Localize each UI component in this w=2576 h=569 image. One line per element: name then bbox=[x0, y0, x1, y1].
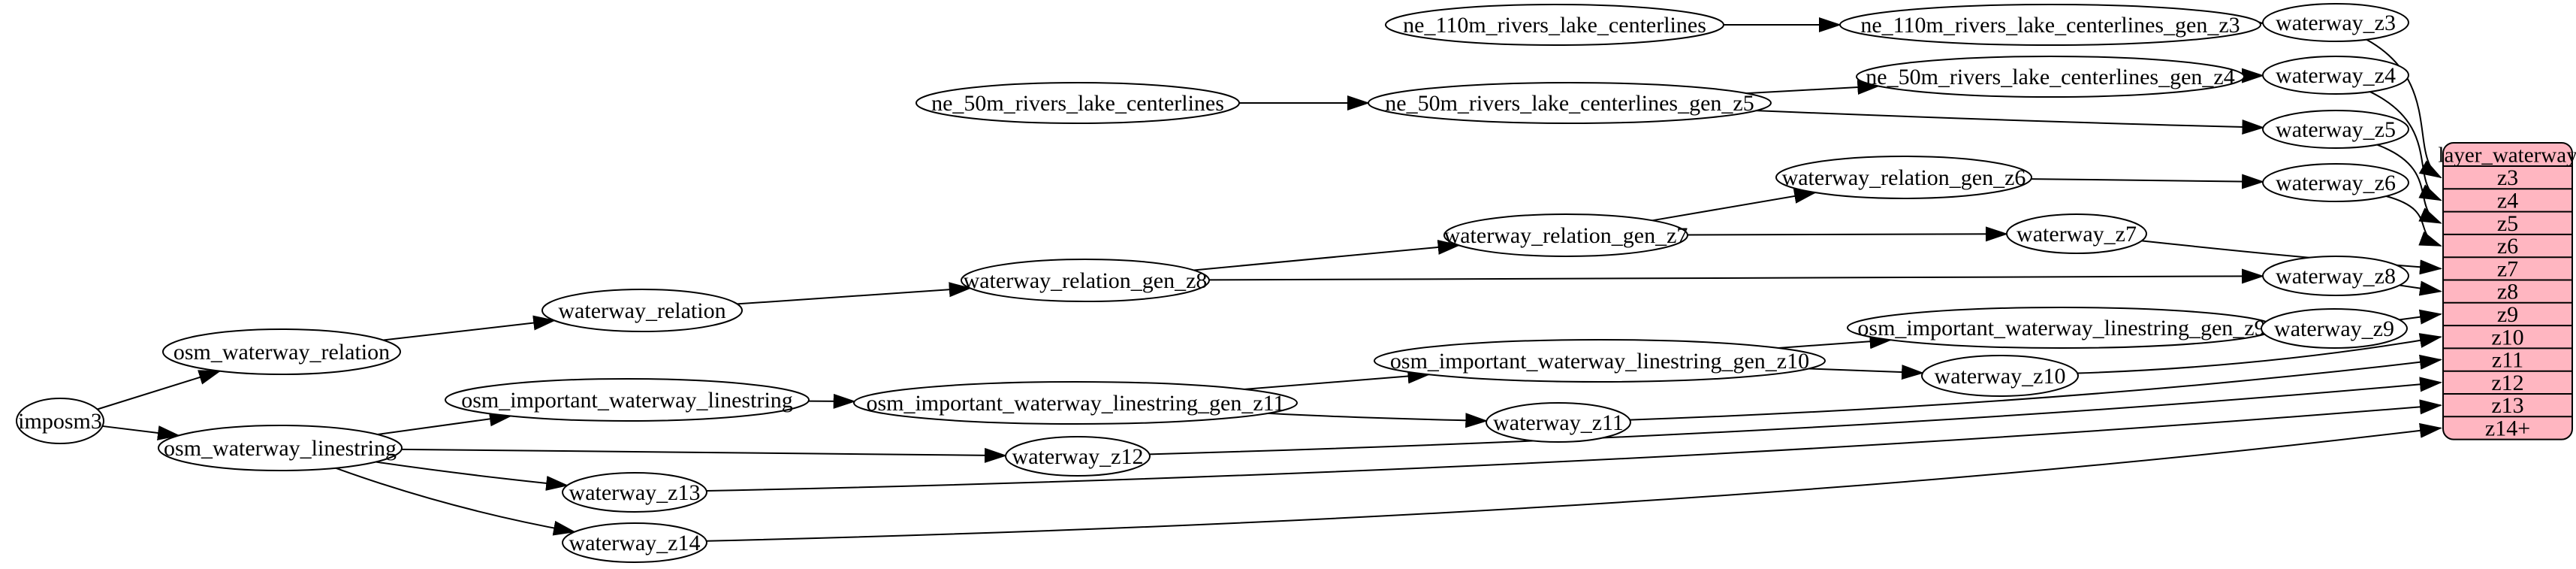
node-label-ne_110m_rivers_lake_centerlines_gen_z3: ne_110m_rivers_lake_centerlines_gen_z3 bbox=[1860, 13, 2240, 38]
node-label-waterway_z3: waterway_z3 bbox=[2276, 11, 2396, 35]
node-waterway_z11: waterway_z11 bbox=[1486, 403, 1630, 442]
edge-osm_important_waterway_linestring_gen_z11-to-osm_important_waterway_linestring_gen_z10 bbox=[1244, 374, 1428, 389]
node-label-ne_50m_rivers_lake_centerlines_gen_z5: ne_50m_rivers_lake_centerlines_gen_z5 bbox=[1385, 91, 1754, 116]
edge-imposm3-to-osm_waterway_linestring bbox=[102, 426, 179, 435]
node-waterway_relation: waterway_relation bbox=[542, 289, 742, 331]
node-label-ne_110m_rivers_lake_centerlines: ne_110m_rivers_lake_centerlines bbox=[1403, 13, 1706, 38]
node-label-osm_important_waterway_linestring_gen_z10: osm_important_waterway_linestring_gen_z1… bbox=[1390, 349, 1809, 374]
layer-table-row-z9: z9 bbox=[2497, 302, 2518, 327]
edge-waterway_z6-to-layer-row-z6 bbox=[2386, 196, 2441, 246]
node-waterway_z12: waterway_z12 bbox=[1006, 437, 1150, 476]
node-waterway_z5: waterway_z5 bbox=[2263, 110, 2409, 148]
edge-waterway_relation_gen_z7-to-waterway_relation_gen_z6 bbox=[1652, 192, 1815, 220]
node-label-waterway_z13: waterway_z13 bbox=[569, 480, 701, 505]
edge-waterway_relation_gen_z6-to-waterway_z6 bbox=[2032, 179, 2264, 182]
edge-osm_waterway_linestring-to-waterway_z13 bbox=[376, 462, 567, 486]
layer-table-row-z3: z3 bbox=[2497, 165, 2518, 190]
node-osm_important_waterway_linestring: osm_important_waterway_linestring bbox=[445, 379, 809, 421]
node-waterway_z3: waterway_z3 bbox=[2263, 4, 2409, 41]
node-waterway_z13: waterway_z13 bbox=[563, 473, 707, 512]
node-label-waterway_z6: waterway_z6 bbox=[2276, 171, 2396, 195]
node-waterway_z8: waterway_z8 bbox=[2263, 256, 2409, 295]
layer-table-row-z10: z10 bbox=[2491, 325, 2523, 350]
node-waterway_z10: waterway_z10 bbox=[1922, 356, 2078, 396]
node-label-ne_50m_rivers_lake_centerlines: ne_50m_rivers_lake_centerlines bbox=[931, 91, 1224, 116]
table-layer: layer_waterwayz3z4z5z6z7z8z9z10z11z12z13… bbox=[2438, 143, 2576, 440]
node-label-waterway_z8: waterway_z8 bbox=[2276, 264, 2396, 289]
edge-osm_waterway_relation-to-waterway_relation bbox=[383, 320, 554, 340]
layer-table-row-z8: z8 bbox=[2497, 280, 2518, 304]
edge-imposm3-to-osm_waterway_relation bbox=[98, 371, 220, 410]
node-label-waterway_relation_gen_z6: waterway_relation_gen_z6 bbox=[1782, 165, 2026, 190]
node-label-ne_50m_rivers_lake_centerlines_gen_z4: ne_50m_rivers_lake_centerlines_gen_z4 bbox=[1866, 65, 2234, 89]
edge-waterway_z12-to-layer-row-z12 bbox=[1150, 383, 2442, 454]
layer-table-row-z4: z4 bbox=[2497, 188, 2518, 213]
edge-waterway_relation_gen_z8-to-waterway_relation_gen_z7 bbox=[1193, 245, 1458, 270]
node-label-osm_waterway_linestring: osm_waterway_linestring bbox=[164, 436, 397, 461]
nodes-layer: imposm3 osm_waterway_relation waterway_rel… bbox=[17, 4, 2409, 562]
node-osm_important_waterway_linestring_gen_z9: osm_important_waterway_linestring_gen_z9 bbox=[1848, 307, 2276, 348]
node-label-waterway_z5: waterway_z5 bbox=[2276, 117, 2396, 142]
node-waterway_z14: waterway_z14 bbox=[563, 523, 707, 562]
node-waterway_z6: waterway_z6 bbox=[2263, 164, 2409, 201]
layer-table-row-z13: z13 bbox=[2491, 393, 2523, 418]
node-waterway_relation_gen_z7: waterway_relation_gen_z7 bbox=[1444, 214, 1688, 256]
edge-waterway_z9-to-layer-row-z9 bbox=[2400, 314, 2441, 319]
node-osm_waterway_linestring: osm_waterway_linestring bbox=[158, 425, 402, 471]
node-waterway_z7: waterway_z7 bbox=[2007, 214, 2146, 253]
node-osm_important_waterway_linestring_gen_z10: osm_important_waterway_linestring_gen_z1… bbox=[1374, 340, 1825, 382]
node-label-waterway_z11: waterway_z11 bbox=[1493, 410, 1624, 435]
edge-waterway_z8-to-layer-row-z8 bbox=[2400, 286, 2441, 292]
edge-osm_important_waterway_linestring_gen_z10-to-waterway_z10 bbox=[1808, 368, 1923, 373]
node-ne_50m_rivers_lake_centerlines: ne_50m_rivers_lake_centerlines bbox=[916, 83, 1239, 123]
node-label-waterway_z10: waterway_z10 bbox=[1935, 364, 2066, 389]
node-osm_important_waterway_linestring_gen_z11: osm_important_waterway_linestring_gen_z1… bbox=[854, 382, 1297, 424]
layer-table-row-z14+: z14+ bbox=[2485, 416, 2530, 440]
layer-table-row-z12: z12 bbox=[2491, 371, 2523, 395]
node-label-waterway_relation: waterway_relation bbox=[558, 298, 725, 323]
node-label-imposm3: imposm3 bbox=[18, 409, 102, 434]
node-label-waterway_relation_gen_z7: waterway_relation_gen_z7 bbox=[1444, 223, 1688, 248]
edge-osm_waterway_linestring-to-osm_important_waterway_linestring bbox=[378, 416, 511, 434]
node-label-waterway_relation_gen_z8: waterway_relation_gen_z8 bbox=[964, 268, 1208, 293]
node-waterway_z4: waterway_z4 bbox=[2263, 56, 2409, 94]
edge-osm_waterway_linestring-to-waterway_z14 bbox=[336, 468, 575, 532]
edge-ne_50m_rivers_lake_centerlines_gen_z5-to-waterway_z5 bbox=[1756, 110, 2263, 127]
node-ne_50m_rivers_lake_centerlines_gen_z4: ne_50m_rivers_lake_centerlines_gen_z4 bbox=[1857, 56, 2244, 97]
layer-table-row-z5: z5 bbox=[2497, 211, 2518, 236]
edge-osm_important_waterway_linestring_gen_z10-to-osm_important_waterway_linestring_gen_z9 bbox=[1778, 340, 1890, 348]
layer-table-row-z11: z11 bbox=[2492, 348, 2523, 373]
node-waterway_relation_gen_z8: waterway_relation_gen_z8 bbox=[961, 259, 1209, 301]
edge-waterway_relation_gen_z8-to-waterway_z8 bbox=[1209, 276, 2263, 280]
layer-table-row-z6: z6 bbox=[2497, 234, 2518, 259]
node-label-osm_important_waterway_linestring_gen_z11: osm_important_waterway_linestring_gen_z1… bbox=[866, 391, 1284, 416]
node-label-osm_important_waterway_linestring: osm_important_waterway_linestring bbox=[461, 388, 793, 413]
edges-layer bbox=[98, 23, 2441, 541]
node-label-waterway_z4: waterway_z4 bbox=[2276, 63, 2396, 88]
edge-waterway_relation-to-waterway_relation_gen_z8 bbox=[738, 288, 970, 304]
layer-table-title: layer_waterway bbox=[2438, 144, 2576, 168]
edge-waterway_relation_gen_z7-to-waterway_z7 bbox=[1688, 234, 2007, 235]
edge-osm_waterway_linestring-to-waterway_z12 bbox=[402, 449, 1006, 456]
node-waterway_z9: waterway_z9 bbox=[2261, 309, 2407, 348]
node-label-osm_waterway_relation: osm_waterway_relation bbox=[173, 340, 390, 365]
node-ne_50m_rivers_lake_centerlines_gen_z5: ne_50m_rivers_lake_centerlines_gen_z5 bbox=[1368, 83, 1771, 123]
layer-table-row-z7: z7 bbox=[2497, 256, 2518, 281]
node-ne_110m_rivers_lake_centerlines: ne_110m_rivers_lake_centerlines bbox=[1386, 5, 1724, 45]
node-label-waterway_z14: waterway_z14 bbox=[569, 531, 701, 555]
edge-osm_important_waterway_linestring_gen_z11-to-waterway_z11 bbox=[1268, 413, 1486, 421]
edge-ne_50m_rivers_lake_centerlines_gen_z5-to-ne_50m_rivers_lake_centerlines_gen_z4 bbox=[1747, 86, 1879, 94]
node-label-waterway_z7: waterway_z7 bbox=[2016, 222, 2137, 247]
node-imposm3: imposm3 bbox=[17, 398, 104, 443]
node-waterway_relation_gen_z6: waterway_relation_gen_z6 bbox=[1776, 156, 2032, 198]
node-osm_waterway_relation: osm_waterway_relation bbox=[163, 329, 400, 374]
node-label-waterway_z12: waterway_z12 bbox=[1012, 444, 1144, 469]
node-ne_110m_rivers_lake_centerlines_gen_z3: ne_110m_rivers_lake_centerlines_gen_z3 bbox=[1840, 5, 2261, 45]
node-label-osm_important_waterway_linestring_gen_z9: osm_important_waterway_linestring_gen_z9 bbox=[1857, 316, 2265, 340]
node-label-waterway_z9: waterway_z9 bbox=[2274, 316, 2394, 341]
